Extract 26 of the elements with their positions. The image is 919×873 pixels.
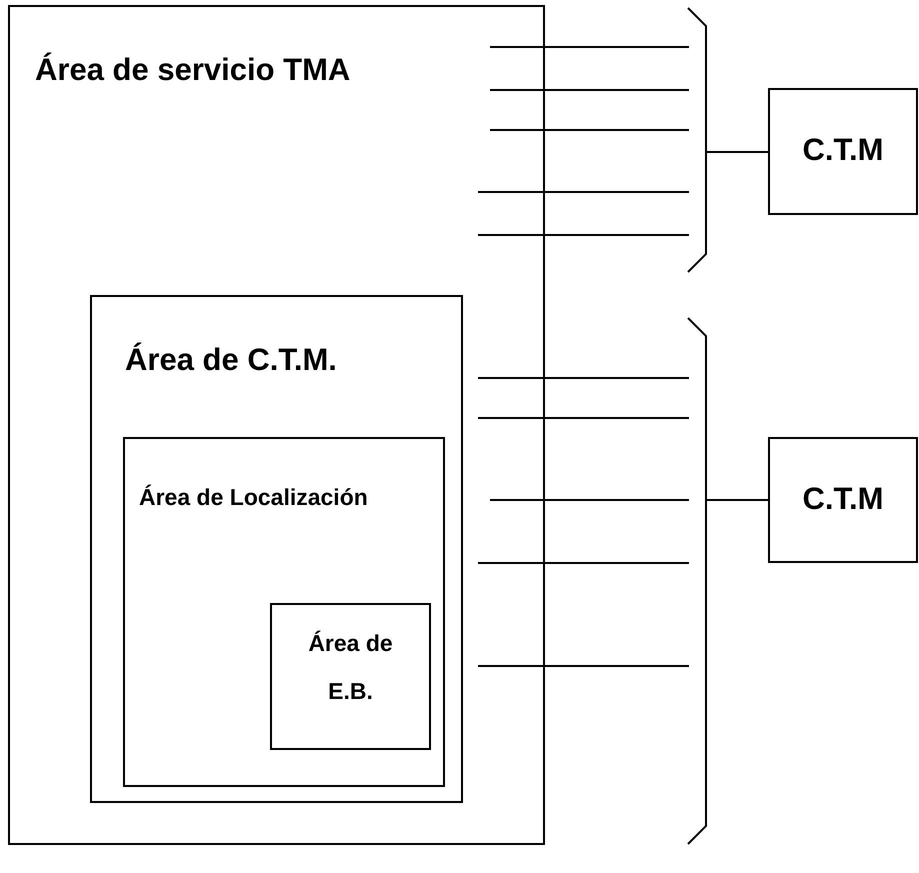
connector-line bbox=[478, 234, 689, 236]
switching-center-box bbox=[768, 437, 918, 563]
area-label: Área de Localización bbox=[139, 484, 368, 511]
area-label: Área de E.B. bbox=[307, 629, 394, 706]
connector-line bbox=[478, 562, 689, 564]
area-box bbox=[90, 295, 463, 803]
area-label: Área de servicio TMA bbox=[35, 52, 350, 88]
area-label: C.T.M bbox=[802, 132, 884, 168]
area-label: Área de C.T.M. bbox=[125, 342, 337, 378]
area-box bbox=[123, 437, 445, 787]
connector-line bbox=[478, 191, 689, 193]
connector-line bbox=[707, 499, 768, 501]
connector-line bbox=[490, 499, 689, 501]
connector-line bbox=[478, 377, 689, 379]
connector-line bbox=[490, 129, 689, 131]
area-label: C.T.M bbox=[802, 481, 884, 517]
connector-line bbox=[707, 151, 768, 153]
connector-line bbox=[478, 665, 689, 667]
switching-center-box bbox=[768, 88, 918, 215]
connector-line bbox=[490, 89, 689, 91]
curly-brace bbox=[686, 316, 710, 846]
area-box bbox=[270, 603, 431, 750]
connector-line bbox=[490, 46, 689, 48]
curly-brace bbox=[686, 6, 710, 274]
service-area-box bbox=[8, 5, 545, 845]
connector-line bbox=[478, 417, 689, 419]
